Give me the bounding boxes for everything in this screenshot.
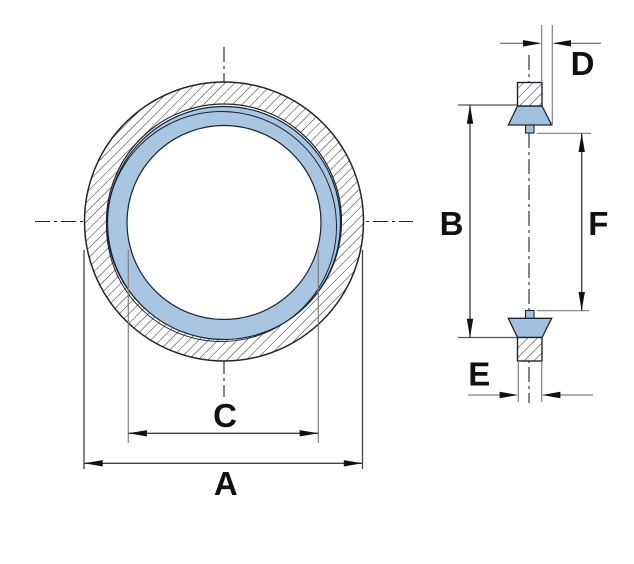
dimension-C: C (127, 250, 319, 443)
front-view (35, 47, 413, 397)
rubber-section-bottom (507, 317, 553, 339)
rubber-seal-lip-arc (106, 111, 337, 342)
arrowhead-bottom (578, 292, 585, 311)
arrowhead-left (84, 460, 103, 467)
bore-circle (126, 124, 322, 321)
arrowhead-right (552, 40, 571, 47)
dimension-A: A (83, 250, 364, 502)
arrowhead-left (523, 40, 542, 47)
metal-section-top (516, 81, 543, 107)
dimension-label-F: F (588, 205, 608, 242)
dimension-label-D: D (571, 45, 595, 82)
arrowhead-bottom (466, 318, 474, 338)
arrowhead-left (128, 430, 147, 437)
arrowhead-left (499, 391, 519, 399)
arrowhead-right (343, 460, 363, 467)
arrowhead-top (466, 105, 474, 124)
dimension-E: E (468, 356, 593, 402)
metal-section-bottom (516, 336, 543, 362)
dimension-label-B: B (440, 205, 464, 242)
dimension-label-C: C (213, 397, 237, 434)
dimension-D: D (500, 25, 601, 126)
dimension-label-E: E (468, 356, 490, 393)
arrowhead-right (541, 391, 561, 399)
dimension-F: F (536, 132, 608, 312)
dimension-B: B (440, 104, 517, 339)
arrowhead-right (299, 430, 319, 437)
section-view (507, 55, 553, 403)
rubber-section-top (507, 105, 553, 126)
arrowhead-top (578, 133, 585, 152)
dimension-label-A: A (214, 465, 238, 502)
